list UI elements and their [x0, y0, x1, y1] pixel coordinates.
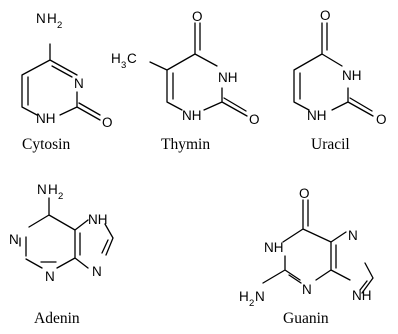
cytosin-amine-n-label: N: [36, 11, 46, 26]
guanin-ring-bonds: [262, 199, 374, 294]
adenin-amine-subscript: 2: [58, 191, 63, 202]
uracil-top-oxygen-label: O: [320, 8, 331, 23]
uracil-double-bonds: [299, 22, 373, 112]
adenin-n3-label: N: [45, 269, 55, 284]
cytosin-n3-label: N: [74, 76, 84, 91]
thymin-methyl-c-label: C: [127, 51, 137, 66]
thymin-double-bonds: [172, 22, 247, 112]
cytosin-oxygen-label: O: [102, 115, 113, 130]
cytosin-amine-subscript: 2: [57, 20, 62, 31]
thymin-methyl-subscript: 3: [121, 60, 126, 71]
thymin-bottom-oxygen-label: O: [249, 112, 260, 127]
guanin-nh1-label: NH: [264, 240, 284, 255]
guanin-n7-label: N: [348, 228, 358, 243]
thymin-top-oxygen-label: O: [192, 9, 203, 24]
thymin-nh3-label: NH: [218, 70, 238, 85]
uracil-structure: O NH NH O Uracil: [293, 8, 387, 153]
cytosin-name: Cytosin: [22, 136, 70, 153]
adenin-n7-label: N: [92, 264, 102, 279]
cytosin-ring-bonds: [21, 43, 101, 121]
uracil-name: Uracil: [311, 136, 350, 153]
guanin-nh9-label: NH: [352, 288, 372, 303]
cytosin-amine-h-label: H: [47, 11, 57, 26]
guanin-amine-subscript: 2: [249, 298, 254, 309]
adenin-n1-label: N: [9, 232, 19, 247]
thymin-nh1-label: NH: [182, 108, 202, 123]
adenin-amine-h-label: H: [48, 182, 58, 197]
thymin-name: Thymin: [161, 136, 210, 153]
uracil-nh1-label: NH: [307, 108, 327, 123]
guanin-name: Guanin: [283, 310, 329, 327]
cytosin-structure: N H 2 N NH O Cytosin: [21, 11, 113, 153]
guanin-amine-n-label: N: [255, 289, 265, 304]
guanin-double-bonds: [288, 199, 368, 291]
guanin-top-oxygen-label: O: [299, 186, 310, 201]
adenin-structure: N H 2 NH N N N Adenin: [9, 182, 114, 327]
adenin-nh9-label: NH: [88, 212, 108, 227]
guanin-n3-label: N: [302, 282, 312, 297]
uracil-bottom-oxygen-label: O: [376, 112, 387, 127]
adenin-amine-n-label: N: [37, 182, 47, 197]
thymin-structure: H 3 C O NH NH O Thymin: [111, 9, 260, 153]
cytosin-nh-label: NH: [36, 111, 56, 126]
adenin-double-bonds: [25, 232, 109, 263]
uracil-nh3-label: NH: [342, 68, 362, 83]
thymin-methyl-h-label: H: [111, 51, 121, 66]
thymin-ring-bonds: [149, 22, 248, 117]
uracil-ring-bonds: [293, 22, 374, 117]
adenin-ring-bonds: [19, 197, 114, 269]
cytosin-double-bonds: [27, 65, 101, 116]
adenin-name: Adenin: [34, 310, 80, 327]
guanin-amine-h-label: H: [239, 289, 249, 304]
guanin-structure: O NH N H 2 N N NH Guanin: [239, 186, 374, 327]
